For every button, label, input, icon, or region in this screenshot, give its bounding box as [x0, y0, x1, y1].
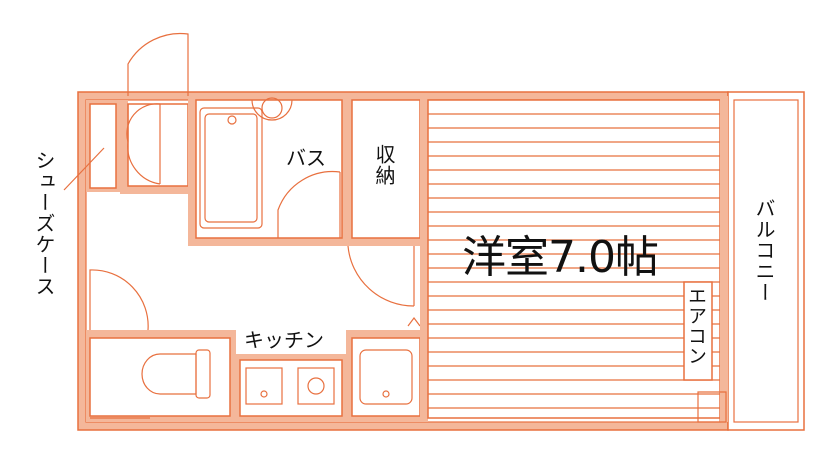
entrance-area: [63, 32, 192, 194]
balcony-label: バルコニー: [752, 198, 776, 303]
shoe-case-label: シューズケース: [32, 150, 56, 297]
storage-label: 収納: [372, 144, 396, 186]
main-room-label: 洋室7.0帖: [462, 232, 659, 283]
bath-room: [188, 96, 346, 246]
aircon-label: エアコン: [685, 286, 707, 366]
toilet-room: [86, 269, 236, 422]
storage-closet: [346, 96, 432, 246]
kitchen-area: [236, 330, 426, 422]
main-room: [420, 96, 728, 423]
balcony-area: [727, 91, 805, 431]
kitchen-label: キッチン: [244, 328, 324, 352]
bath-label: バス: [286, 146, 326, 170]
corridor: [347, 245, 421, 327]
floor-hatching: [428, 113, 720, 409]
